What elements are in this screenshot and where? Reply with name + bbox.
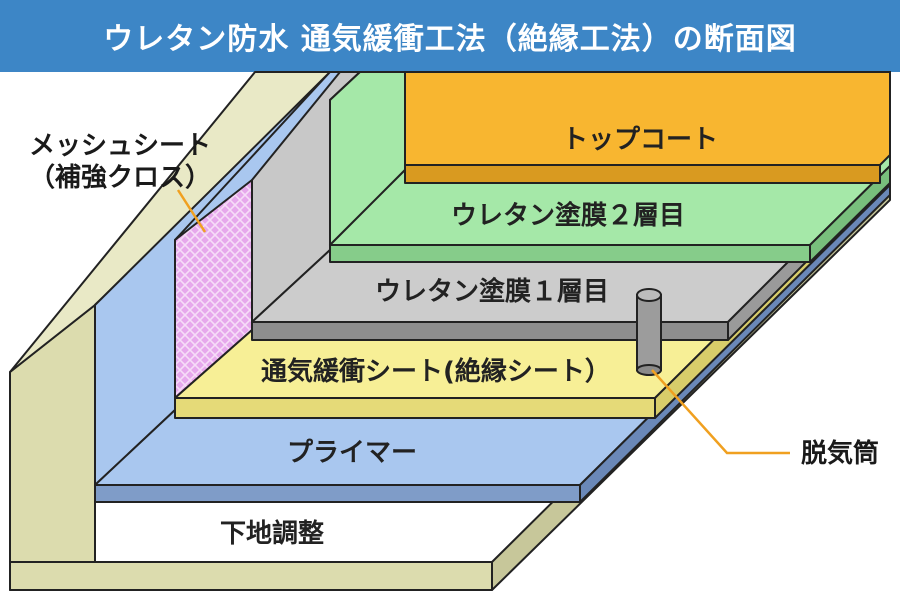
label-vent: 脱気筒 (801, 438, 879, 469)
urethane2-side-face (809, 165, 891, 263)
label-mesh-line2: （補強クロス） (29, 163, 211, 193)
topcoat-front-face (404, 164, 881, 184)
label-mesh-line1: メッシュシート (29, 131, 211, 161)
vent-pipe (636, 288, 662, 376)
title-banner: ウレタン防水 通気緩衝工法（絶縁工法）の断面図 (0, 0, 900, 72)
vent-leader-line (651, 369, 790, 455)
label-urethane1: ウレタン塗膜１層目 (375, 276, 609, 307)
urethane2-front-face (329, 244, 811, 263)
page-title: ウレタン防水 通気緩衝工法（絶縁工法）の断面図 (103, 22, 797, 57)
sheet-front-face (174, 397, 656, 419)
label-base: 下地調整 (220, 518, 324, 549)
label-topcoat: トップコート (562, 125, 718, 155)
label-primer: プライマー (287, 438, 417, 468)
base-wall-front (9, 304, 96, 591)
primer-front-face (94, 484, 581, 503)
mesh-leader-line (176, 189, 207, 233)
label-sheet: 通気緩衝シート(絶縁シート） (261, 356, 611, 387)
label-urethane2: ウレタン塗膜２層目 (451, 200, 685, 231)
base-front-face (9, 561, 493, 591)
